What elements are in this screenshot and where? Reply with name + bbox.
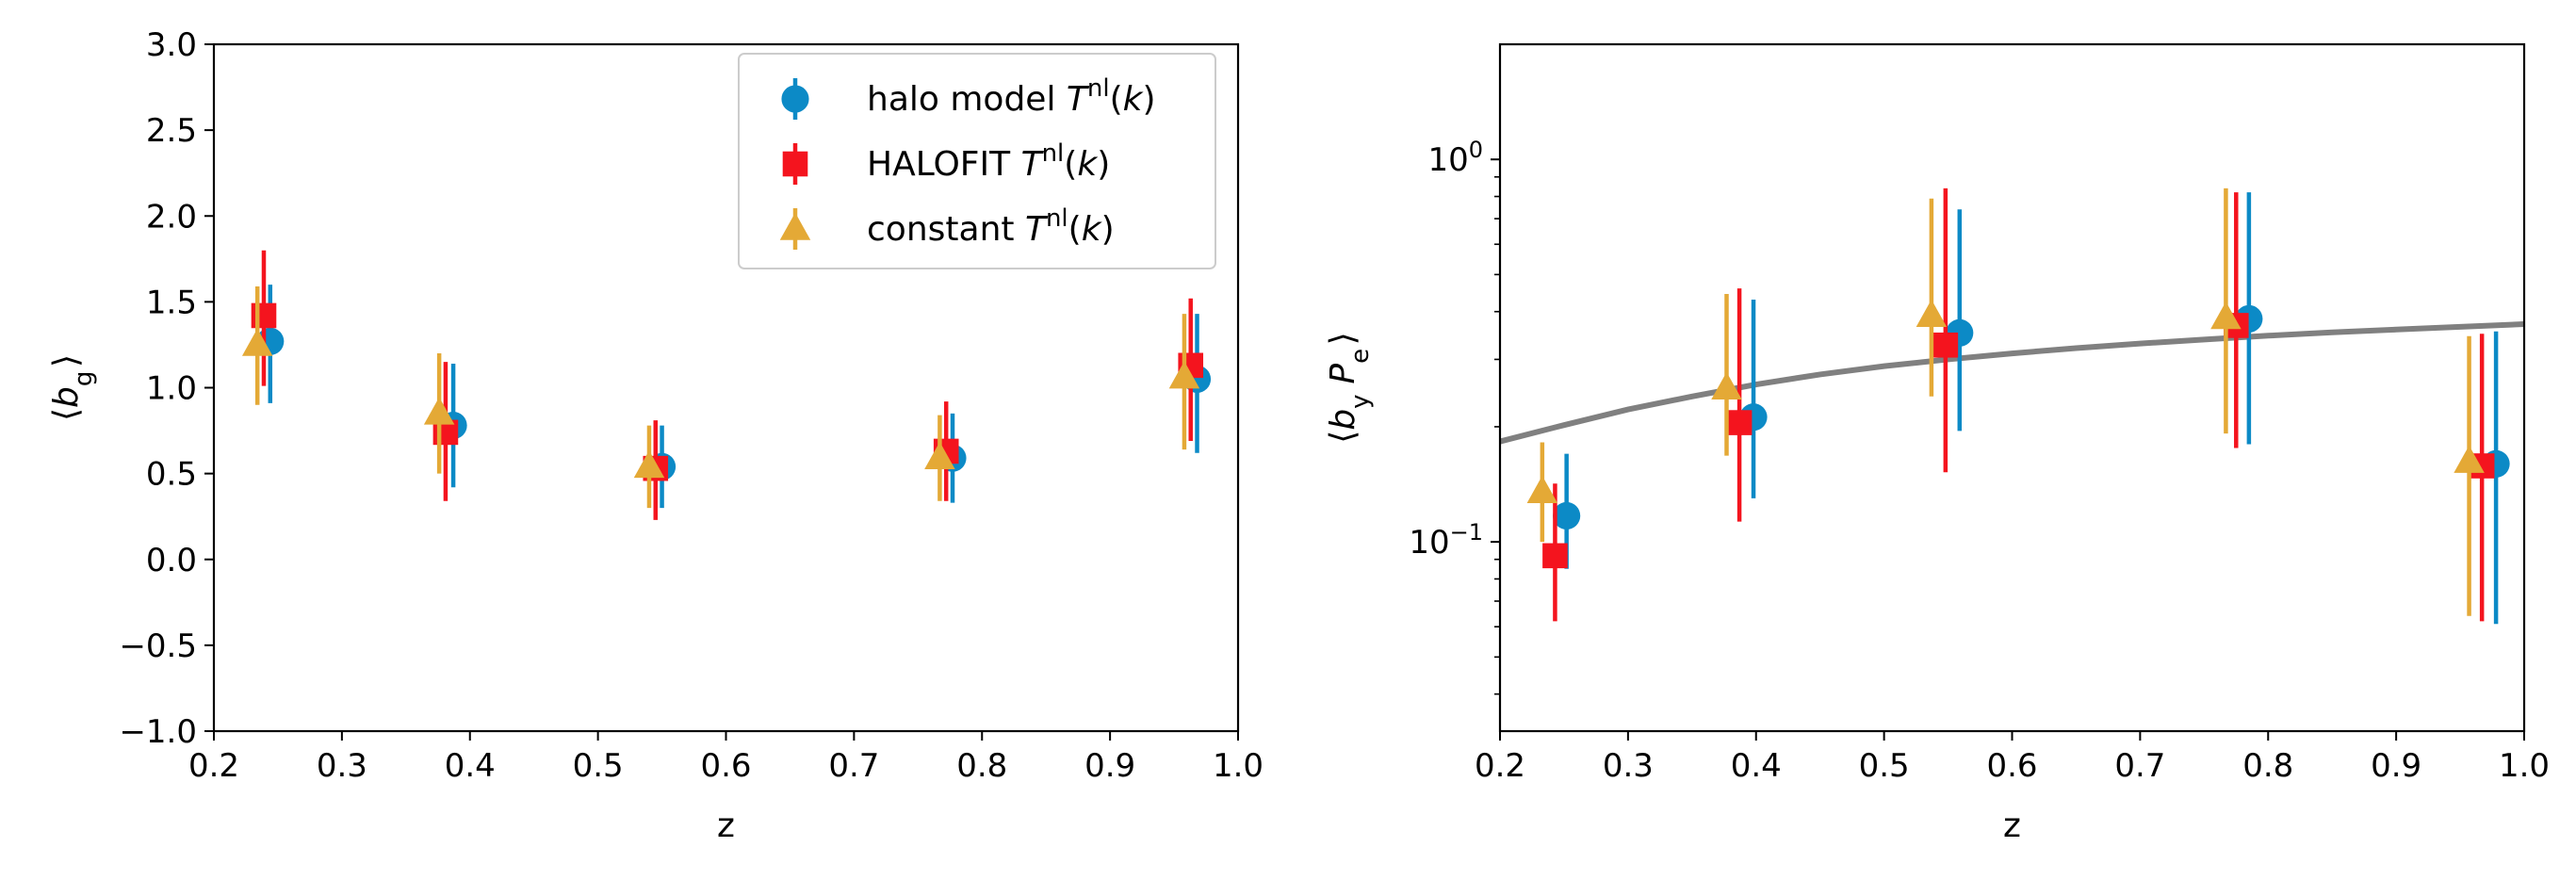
y-axis-label: ⟨bg ⟩ [47, 354, 98, 421]
x-tick-label: 0.3 [317, 747, 367, 785]
x-tick-label: 0.8 [2242, 747, 2293, 785]
data-point-triangle [1168, 361, 1200, 389]
right-panel: 0.2 0.3 0.4 0.5 0.6 0.7 0.8 0.9 1.0 10−1 100 z ⟨by P… [1324, 42, 2550, 845]
data-point-triangle [924, 441, 955, 469]
y-tick-label: 2.0 [146, 198, 197, 236]
data-point-circle [1553, 501, 1581, 530]
data-point-triangle [423, 397, 455, 425]
data-point-triangle [779, 212, 811, 240]
y-axis-label: ⟨by Pe ⟩ [1324, 332, 1375, 443]
data-point-triangle [1916, 299, 1948, 327]
legend-box [738, 53, 1216, 269]
x-tick-label: 0.6 [700, 747, 751, 785]
y-tick-label: 10−1 [1409, 519, 1483, 562]
x-tick-label: 0.2 [188, 747, 239, 785]
x-tick-label: 0.8 [956, 747, 1007, 785]
y-tick-label: 2.5 [146, 112, 197, 150]
data-point-square [1542, 543, 1568, 569]
x-tick-label: 0.3 [1603, 747, 1654, 785]
x-tick-label: 0.7 [2114, 747, 2165, 785]
data-point-square [1932, 332, 1959, 358]
plot-frame [1498, 42, 2526, 733]
x-tick-label: 1.0 [2499, 747, 2550, 785]
x-tick-label: 0.4 [1731, 747, 1782, 785]
series-circle [256, 285, 1212, 509]
x-tick-label: 0.6 [1986, 747, 2037, 785]
data-point-square [782, 151, 808, 177]
x-tick-label: 0.9 [1084, 747, 1135, 785]
y-tick-label: 1.0 [146, 370, 197, 408]
series-triangle [1526, 187, 2485, 616]
y-tick-label: 0.5 [146, 456, 197, 494]
y-tick-label: −0.5 [119, 627, 197, 665]
x-tick-label: 0.4 [445, 747, 496, 785]
data-point-circle [781, 85, 809, 113]
legend-label: halo model Tnl(k) [867, 74, 1156, 119]
data-point-triangle [1711, 371, 1742, 399]
legend: halo model Tnl(k) HALOFIT Tnl(k) constant … [738, 53, 1216, 269]
series-square [1542, 187, 2495, 622]
model-curve [1499, 321, 2525, 445]
x-tick-label: 0.9 [2371, 747, 2421, 785]
x-axis-label: z [2003, 807, 2021, 845]
series-square [251, 250, 1204, 520]
series-circle [1553, 192, 2510, 625]
y-tick-label: 0.0 [146, 542, 197, 579]
y-tick-label: −1.0 [119, 713, 197, 751]
x-tick-label: 0.2 [1475, 747, 1525, 785]
data-point-square [251, 302, 277, 329]
x-axis-label: z [717, 807, 735, 845]
y-tick-label: 100 [1427, 137, 1483, 179]
x-tick-label: 1.0 [1213, 747, 1264, 785]
data-point-triangle [1526, 475, 1558, 503]
y-tick-label: 3.0 [146, 26, 197, 64]
data-point-triangle [2454, 445, 2485, 473]
legend-label: constant Tnl(k) [867, 204, 1115, 249]
legend-label: HALOFIT Tnl(k) [867, 139, 1110, 184]
x-tick-label: 0.5 [1859, 747, 1910, 785]
y-tick-label: 1.5 [146, 284, 197, 321]
data-point-triangle [633, 449, 665, 479]
data-point-square [1726, 410, 1753, 435]
data-point-triangle [2210, 301, 2242, 330]
series-triangle [241, 285, 1200, 509]
x-tick-label: 0.5 [573, 747, 624, 785]
plot-frame [212, 42, 1240, 733]
left-panel: 0.2 0.3 0.4 0.5 0.6 0.7 0.8 0.9 1.0 −1.0 −0.5 0.0 0.… [47, 26, 1264, 845]
data-point-triangle [241, 328, 273, 356]
x-tick-label: 0.7 [828, 747, 879, 785]
